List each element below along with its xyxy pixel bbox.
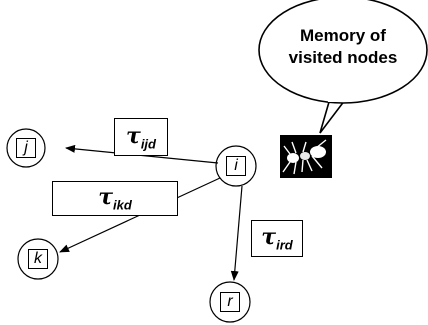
node-k: k [28, 249, 48, 269]
tau-ird-label: τird [261, 224, 293, 253]
tau-ikd-label: τikd [98, 184, 132, 213]
node-r: r [220, 292, 240, 312]
bubble-tail-join [328, 96, 347, 102]
node-j: j [16, 138, 36, 158]
tau-ijd-box: τijd [114, 118, 168, 156]
memory-bubble [258, 0, 428, 104]
tau-ikd-box: τikd [52, 181, 178, 216]
bubble-tail [319, 99, 346, 134]
memory-bubble-text: Memory of visited nodes [258, 25, 428, 69]
memory-bubble-line1: Memory of [300, 26, 386, 45]
tau-ird-box: τird [251, 220, 303, 257]
edge-i-to-r [230, 185, 243, 281]
ant-icon [280, 135, 332, 178]
memory-bubble-line2: visited nodes [288, 48, 398, 67]
tau-ijd-label: τijd [126, 122, 156, 152]
node-i: i [226, 156, 246, 176]
